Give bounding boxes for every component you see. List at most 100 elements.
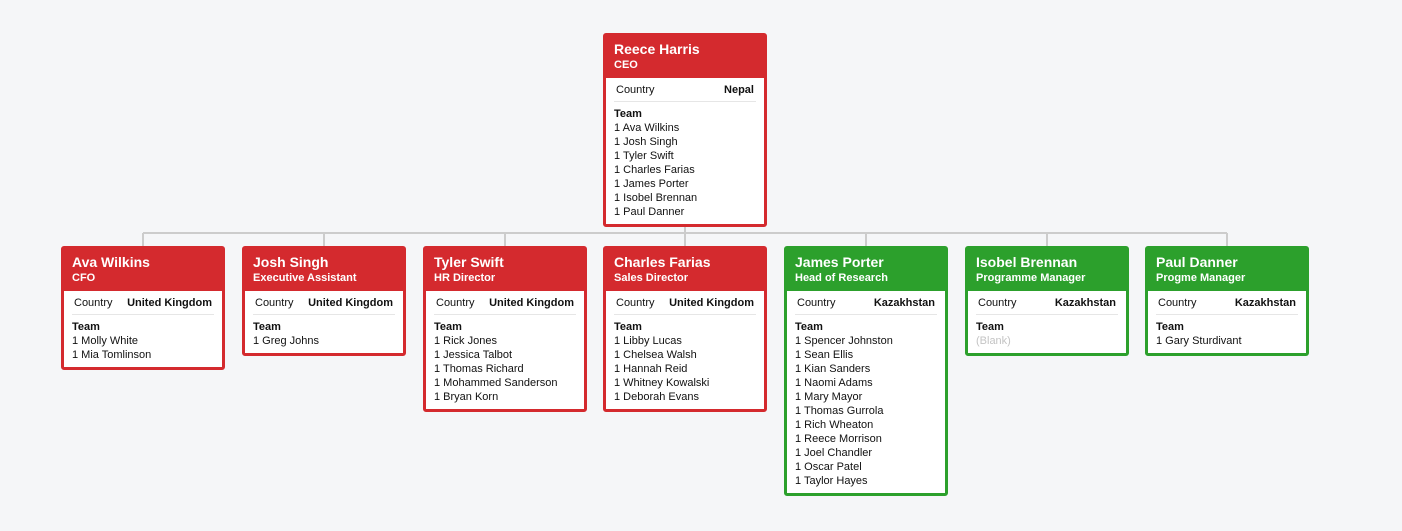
country-value: United Kingdom	[669, 297, 754, 309]
team-member: 1 Molly White	[72, 335, 139, 347]
team-member: 1 Spencer Johnston	[795, 335, 893, 347]
team-member: 1 Hannah Reid	[614, 363, 688, 375]
person-name: Charles Farias	[614, 254, 711, 270]
team-member: 1 Naomi Adams	[795, 377, 873, 389]
team-member: 1 Rick Jones	[434, 335, 497, 347]
team-member: 1 Paul Danner	[614, 206, 685, 218]
person-role: Sales Director	[614, 272, 688, 284]
person-name: Josh Singh	[253, 254, 329, 270]
person-role: Programme Manager	[976, 272, 1086, 284]
team-member: 1 Thomas Richard	[434, 363, 524, 375]
team-member: 1 Tyler Swift	[614, 150, 674, 162]
team-member: 1 Taylor Hayes	[795, 475, 868, 487]
country-row: Country Nepal	[614, 81, 756, 102]
team-member: 1 Isobel Brennan	[614, 192, 698, 204]
team-member: 1 Mohammed Sanderson	[434, 377, 558, 389]
country-value: Kazakhstan	[1054, 297, 1116, 309]
person-role: CEO	[614, 59, 638, 71]
country-label: Country	[74, 297, 113, 309]
person-role: Executive Assistant	[253, 272, 357, 284]
country-row: Country United Kingdom	[72, 294, 214, 315]
team-member: 1 Charles Farias	[614, 164, 695, 176]
team-heading: Team	[72, 321, 100, 333]
country-row: Country Kazakhstan	[795, 294, 937, 315]
country-value: United Kingdom	[127, 297, 212, 309]
country-label: Country	[255, 297, 294, 309]
team-heading: Team	[976, 321, 1004, 333]
team-heading: Team	[795, 321, 823, 333]
person-role: Head of Research	[795, 272, 888, 284]
team-member: 1 Kian Sanders	[795, 363, 871, 375]
team-heading: Team	[614, 321, 642, 333]
team-member: 1 Mary Mayor	[795, 391, 863, 403]
team-heading: Team	[1156, 321, 1184, 333]
person-name: Ava Wilkins	[72, 254, 150, 270]
country-label: Country	[616, 84, 655, 96]
person-name: James Porter	[795, 254, 884, 270]
country-label: Country	[1158, 297, 1197, 309]
person-name: Reece Harris	[614, 41, 700, 57]
team-heading: Team	[614, 108, 642, 120]
team-member: 1 Joel Chandler	[795, 447, 873, 459]
team-member: 1 Sean Ellis	[795, 349, 854, 361]
team-member: (Blank)	[976, 335, 1011, 347]
team-heading: Team	[434, 321, 462, 333]
person-role: CFO	[72, 272, 96, 284]
country-row: Country United Kingdom	[434, 294, 576, 315]
country-row: Country United Kingdom	[253, 294, 395, 315]
team-member: 1 Josh Singh	[614, 136, 678, 148]
team-member: 1 James Porter	[614, 178, 689, 190]
country-value: Kazakhstan	[873, 297, 935, 309]
team-member: 1 Bryan Korn	[434, 391, 499, 403]
team-member: 1 Ava Wilkins	[614, 122, 680, 134]
country-row: Country Kazakhstan	[1156, 294, 1298, 315]
team-member: 1 Jessica Talbot	[434, 349, 513, 361]
team-member: 1 Deborah Evans	[614, 391, 699, 403]
person-role: Progme Manager	[1156, 272, 1246, 284]
person-name: Tyler Swift	[434, 254, 504, 270]
team-member: 1 Oscar Patel	[795, 461, 862, 473]
team-member: 1 Mia Tomlinson	[72, 349, 152, 361]
person-name: Isobel Brennan	[976, 254, 1078, 270]
country-label: Country	[797, 297, 836, 309]
country-value: Nepal	[724, 84, 754, 96]
country-label: Country	[436, 297, 475, 309]
country-label: Country	[978, 297, 1017, 309]
person-role: HR Director	[434, 272, 496, 284]
team-member: 1 Thomas Gurrola	[795, 405, 884, 417]
country-value: United Kingdom	[308, 297, 393, 309]
country-value: United Kingdom	[489, 297, 574, 309]
country-row: Country Kazakhstan	[976, 294, 1118, 315]
country-value: Kazakhstan	[1234, 297, 1296, 309]
team-member: 1 Reece Morrison	[795, 433, 882, 445]
team-member: 1 Greg Johns	[253, 335, 320, 347]
card-header: Tyler Swift HR Director	[426, 249, 584, 291]
team-heading: Team	[253, 321, 281, 333]
team-member: 1 Whitney Kowalski	[614, 377, 710, 389]
person-name: Paul Danner	[1156, 254, 1238, 270]
team-member: 1 Gary Sturdivant	[1156, 335, 1242, 347]
